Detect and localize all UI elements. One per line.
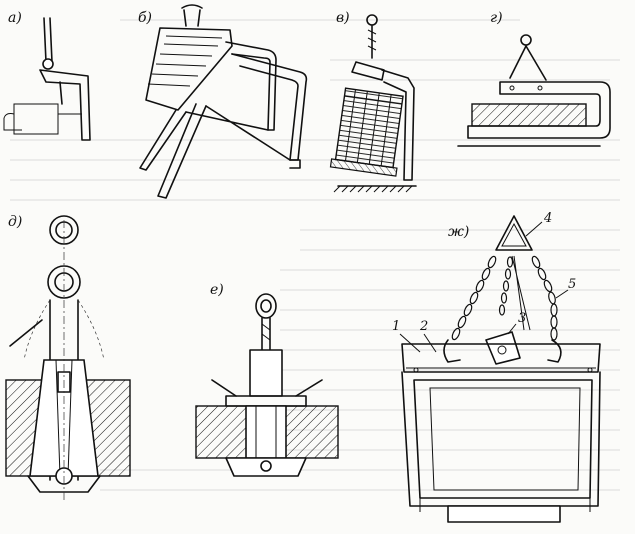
callout-4: 4: [543, 211, 552, 226]
panel-g-c-clamp: г): [457, 10, 611, 147]
panel-label-e: е): [210, 282, 224, 298]
panel-zh-chain-cradle: ж): [392, 211, 601, 523]
panel-label-g: г): [490, 10, 503, 26]
callout-1: 1: [392, 319, 400, 334]
panel-d-wedge-lifter: д): [5, 214, 131, 500]
panel-label-zh: ж): [448, 224, 469, 240]
callout-2: 2: [419, 319, 428, 334]
callout-3: 3: [518, 311, 526, 326]
panel-label-a: а): [8, 10, 22, 26]
callout-5: 5: [568, 277, 576, 292]
panel-label-v: в): [336, 10, 350, 26]
panel-label-d: д): [8, 214, 22, 230]
background-text-lines: [10, 19, 620, 491]
panel-label-b: б): [138, 10, 152, 26]
panel-e-expanding-lifter: е): [195, 282, 339, 477]
panel-v-pallet-grab: в): [329, 10, 417, 193]
panel-b-fork-grab: б): [138, 4, 308, 199]
panel-a-hook-grip: а): [3, 10, 91, 141]
